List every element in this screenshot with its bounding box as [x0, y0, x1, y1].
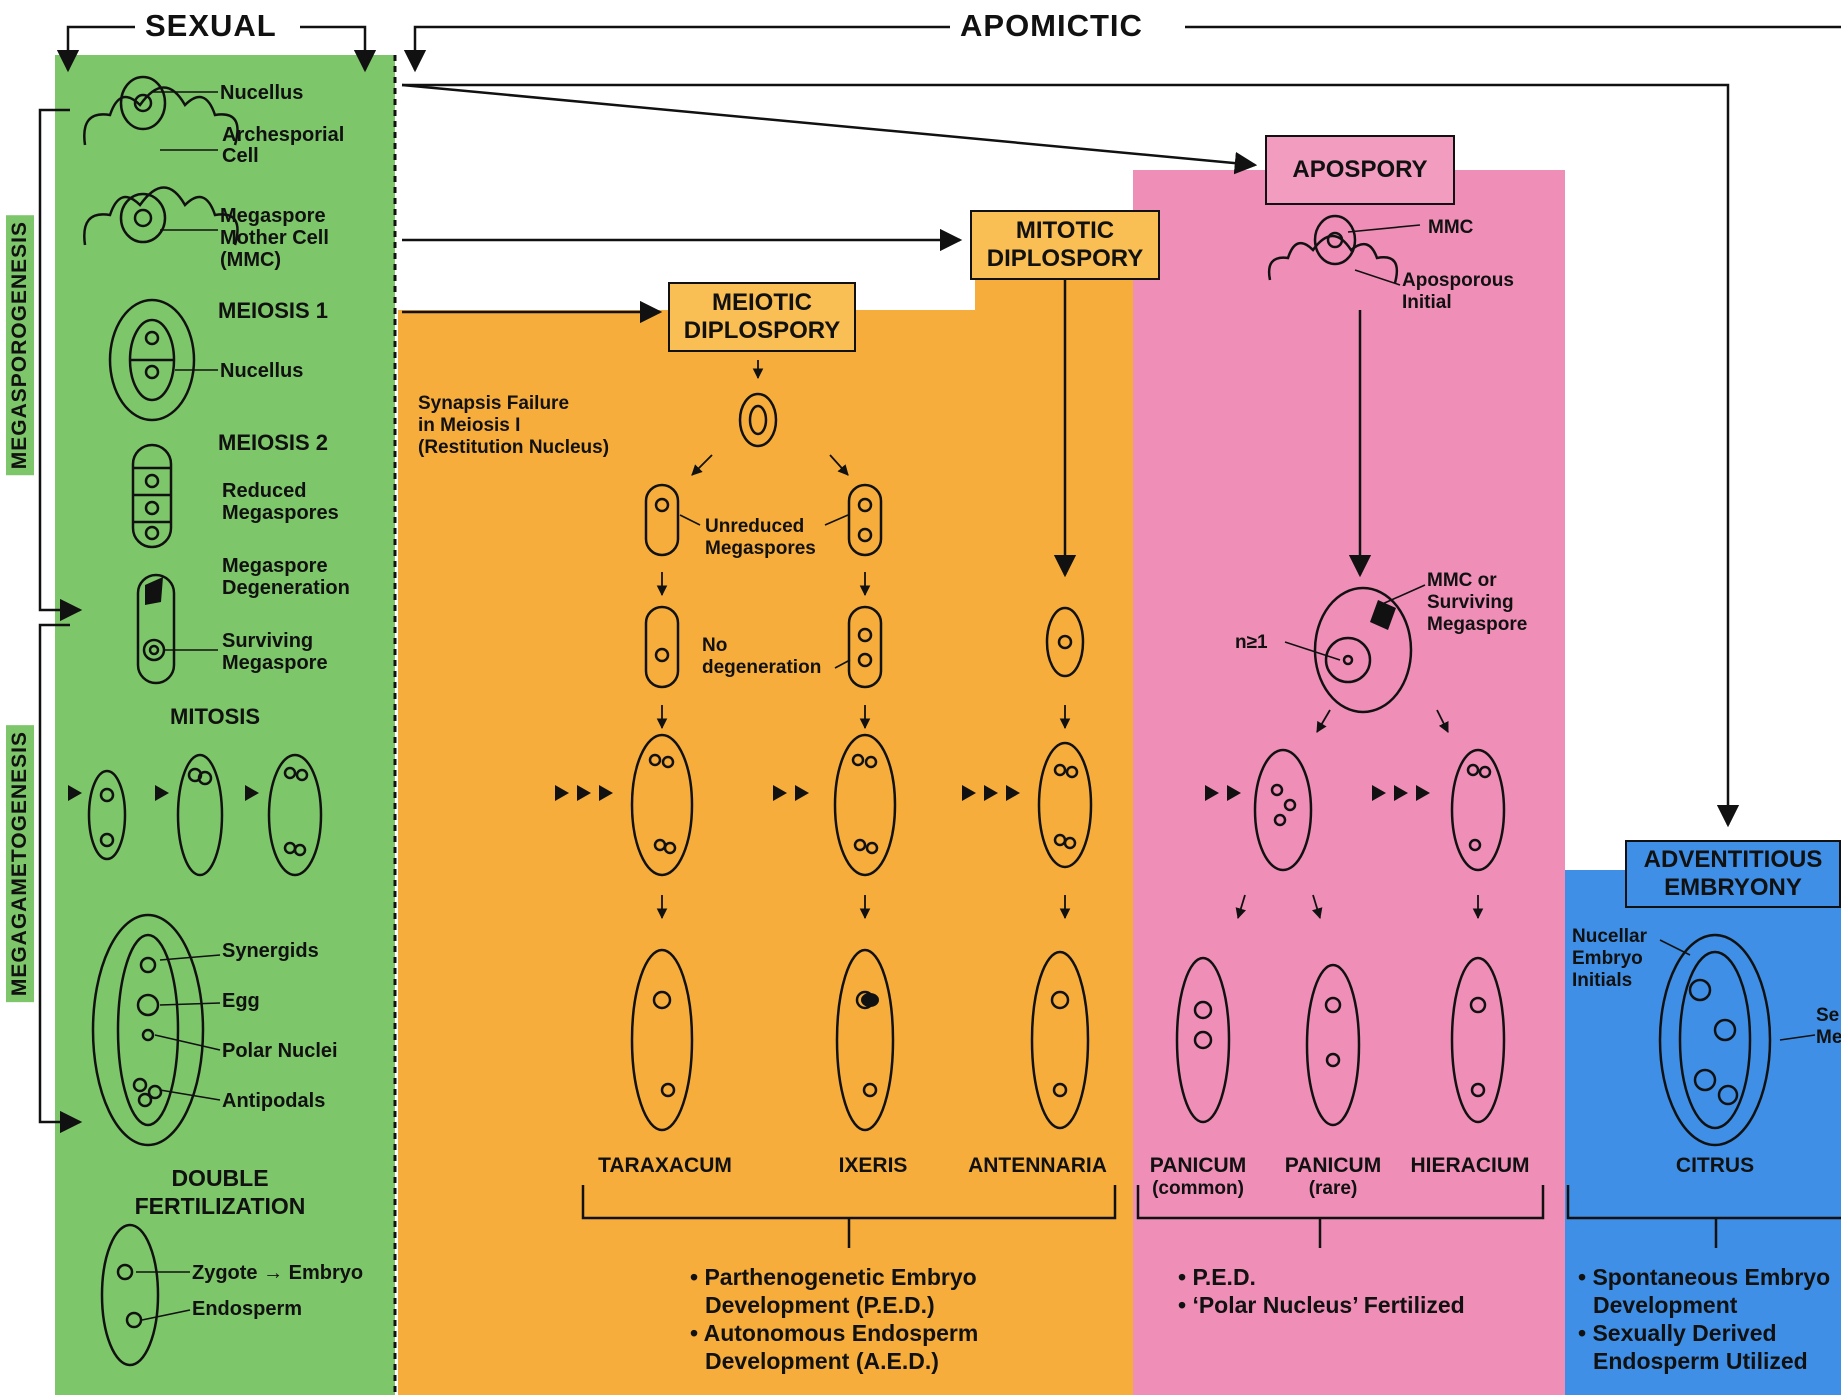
mitotic-title-2: DIPLOSPORY — [986, 245, 1144, 272]
apomictic-header: APOMICTIC — [950, 8, 1153, 44]
label-nucellar-1: Nucellar — [1572, 926, 1647, 947]
megasporogenesis-label: MEGASPOROGENESIS — [6, 215, 34, 476]
label-mmc-1: Megaspore — [220, 205, 326, 227]
mitotic-title-1: MITOTIC — [1015, 217, 1115, 244]
apospory-title: APOSPORY — [1292, 156, 1428, 183]
label-reduced-1: Reduced — [222, 480, 307, 502]
label-reduced-2: Megaspores — [222, 502, 339, 524]
nucellus-drawing — [83, 86, 239, 146]
label-nucellar-3: Initials — [1572, 970, 1633, 991]
note-blue-1: • Spontaneous Embryo — [1578, 1264, 1831, 1290]
label-unreduced-1: Unreduced — [705, 516, 805, 537]
label-synapsis-2: in Meiosis I — [418, 415, 521, 436]
label-aposporous-1: Aposporous — [1402, 270, 1514, 291]
genus-citrus: CITRUS — [1675, 1154, 1755, 1177]
label-nucellus: Nucellus — [220, 82, 304, 104]
label-antipodals: Antipodals — [222, 1090, 326, 1112]
embryo-sac-outer — [91, 913, 205, 1147]
note-pink-2: • ‘Polar Nucleus’ Fertilized — [1178, 1292, 1465, 1318]
meiosis1-cell — [108, 298, 196, 422]
mmc-ovule-drawing — [83, 186, 239, 246]
label-apospory-mmc: MMC — [1428, 217, 1474, 238]
label-mmc-or-3: Megaspore — [1427, 614, 1528, 635]
arrow-to-apospory — [401, 83, 1258, 175]
surviving-cell — [136, 573, 176, 685]
genus-panicum-common-sub: (common) — [1152, 1178, 1244, 1199]
megagametogenesis-label: MEGAGAMETOGENESIS — [6, 725, 34, 1003]
label-zygote-embryo: Zygote → Embryo — [192, 1262, 364, 1284]
label-mmc-or-1: MMC or — [1427, 570, 1497, 591]
genus-taraxacum: TARAXACUM — [598, 1154, 732, 1177]
label-cut-2: Me — [1816, 1027, 1841, 1048]
sexual-bracket-line — [56, 25, 140, 73]
label-double-fertilization-2: FERTILIZATION — [134, 1193, 306, 1219]
label-mmc-3: (MMC) — [220, 249, 282, 271]
label-nucellar-2: Embryo — [1572, 948, 1643, 969]
meiotic-title-1: MEIOTIC — [712, 289, 812, 316]
label-egg: Egg — [222, 990, 260, 1012]
note-orange-3: • Autonomous Endosperm — [690, 1320, 979, 1346]
arrow-to-adventitious — [402, 83, 1740, 828]
label-degeneration-2: Degeneration — [222, 577, 350, 599]
label-synapsis-1: Synapsis Failure — [418, 393, 570, 414]
label-nucellus-2: Nucellus — [220, 360, 304, 382]
genus-panicum-common: PANICUM — [1149, 1154, 1247, 1177]
label-unreduced-2: Megaspores — [705, 538, 816, 559]
note-orange-4: Development (A.E.D.) — [705, 1348, 939, 1374]
adventitious-title-2: EMBRYONY — [1664, 874, 1802, 901]
diplospory-panel — [398, 310, 1133, 1395]
label-meiosis2: MEIOSIS 2 — [218, 430, 329, 455]
note-orange-2: Development (P.E.D.) — [705, 1292, 935, 1318]
genus-panicum-rare: PANICUM — [1284, 1154, 1382, 1177]
note-blue-4: Endosperm Utilized — [1593, 1348, 1808, 1374]
note-pink-1: • P.E.D. — [1178, 1264, 1256, 1290]
sexual-header: SEXUAL — [135, 8, 287, 44]
label-no-degeneration-2: degeneration — [702, 657, 822, 678]
label-double-fertilization-1: DOUBLE — [171, 1165, 269, 1191]
label-n-ploidy: n≥1 — [1235, 632, 1268, 653]
note-blue-3: • Sexually Derived — [1578, 1320, 1777, 1346]
label-surviving-1: Surviving — [222, 630, 314, 652]
label-cut-1: Se — [1816, 1005, 1840, 1026]
label-synapsis-3: (Restitution Nucleus) — [418, 437, 610, 458]
apomictic-bracket-line — [403, 25, 955, 73]
megagametogenesis-bracket — [38, 623, 83, 1134]
label-endosperm: Endosperm — [192, 1298, 303, 1320]
label-archesporial: Archesporial — [222, 124, 345, 146]
note-orange-1: • Parthenogenetic Embryo — [690, 1264, 977, 1290]
label-meiosis1: MEIOSIS 1 — [218, 298, 329, 323]
sexual-panel — [55, 55, 395, 1395]
label-mmc-or-2: Surviving — [1427, 592, 1514, 613]
meiotic-title-2: DIPLOSPORY — [683, 317, 841, 344]
label-aposporous-2: Initial — [1402, 292, 1452, 313]
label-surviving-2: Megaspore — [222, 652, 328, 674]
label-degeneration-1: Megaspore — [222, 555, 328, 577]
label-synergids: Synergids — [222, 940, 319, 962]
label-polar-nuclei: Polar Nuclei — [222, 1040, 338, 1062]
genus-panicum-rare-sub: (rare) — [1308, 1178, 1358, 1199]
note-blue-2: Development — [1593, 1292, 1738, 1318]
label-mitosis: MITOSIS — [170, 704, 261, 729]
megasporogenesis-bracket — [38, 108, 83, 622]
apospory-panel — [1133, 170, 1565, 1395]
label-mmc-2: Mother Cell — [220, 227, 329, 249]
label-archesporial-cell: Cell — [222, 145, 259, 167]
apospory-box: APOSPORY — [1265, 135, 1455, 205]
adventitious-title-1: ADVENTITIOUS — [1643, 846, 1823, 873]
genus-antennaria: ANTENNARIA — [968, 1154, 1107, 1177]
label-no-degeneration-1: No — [702, 635, 728, 656]
genus-ixeris: IXERIS — [838, 1154, 908, 1177]
genus-hieracium: HIERACIUM — [1410, 1154, 1530, 1177]
